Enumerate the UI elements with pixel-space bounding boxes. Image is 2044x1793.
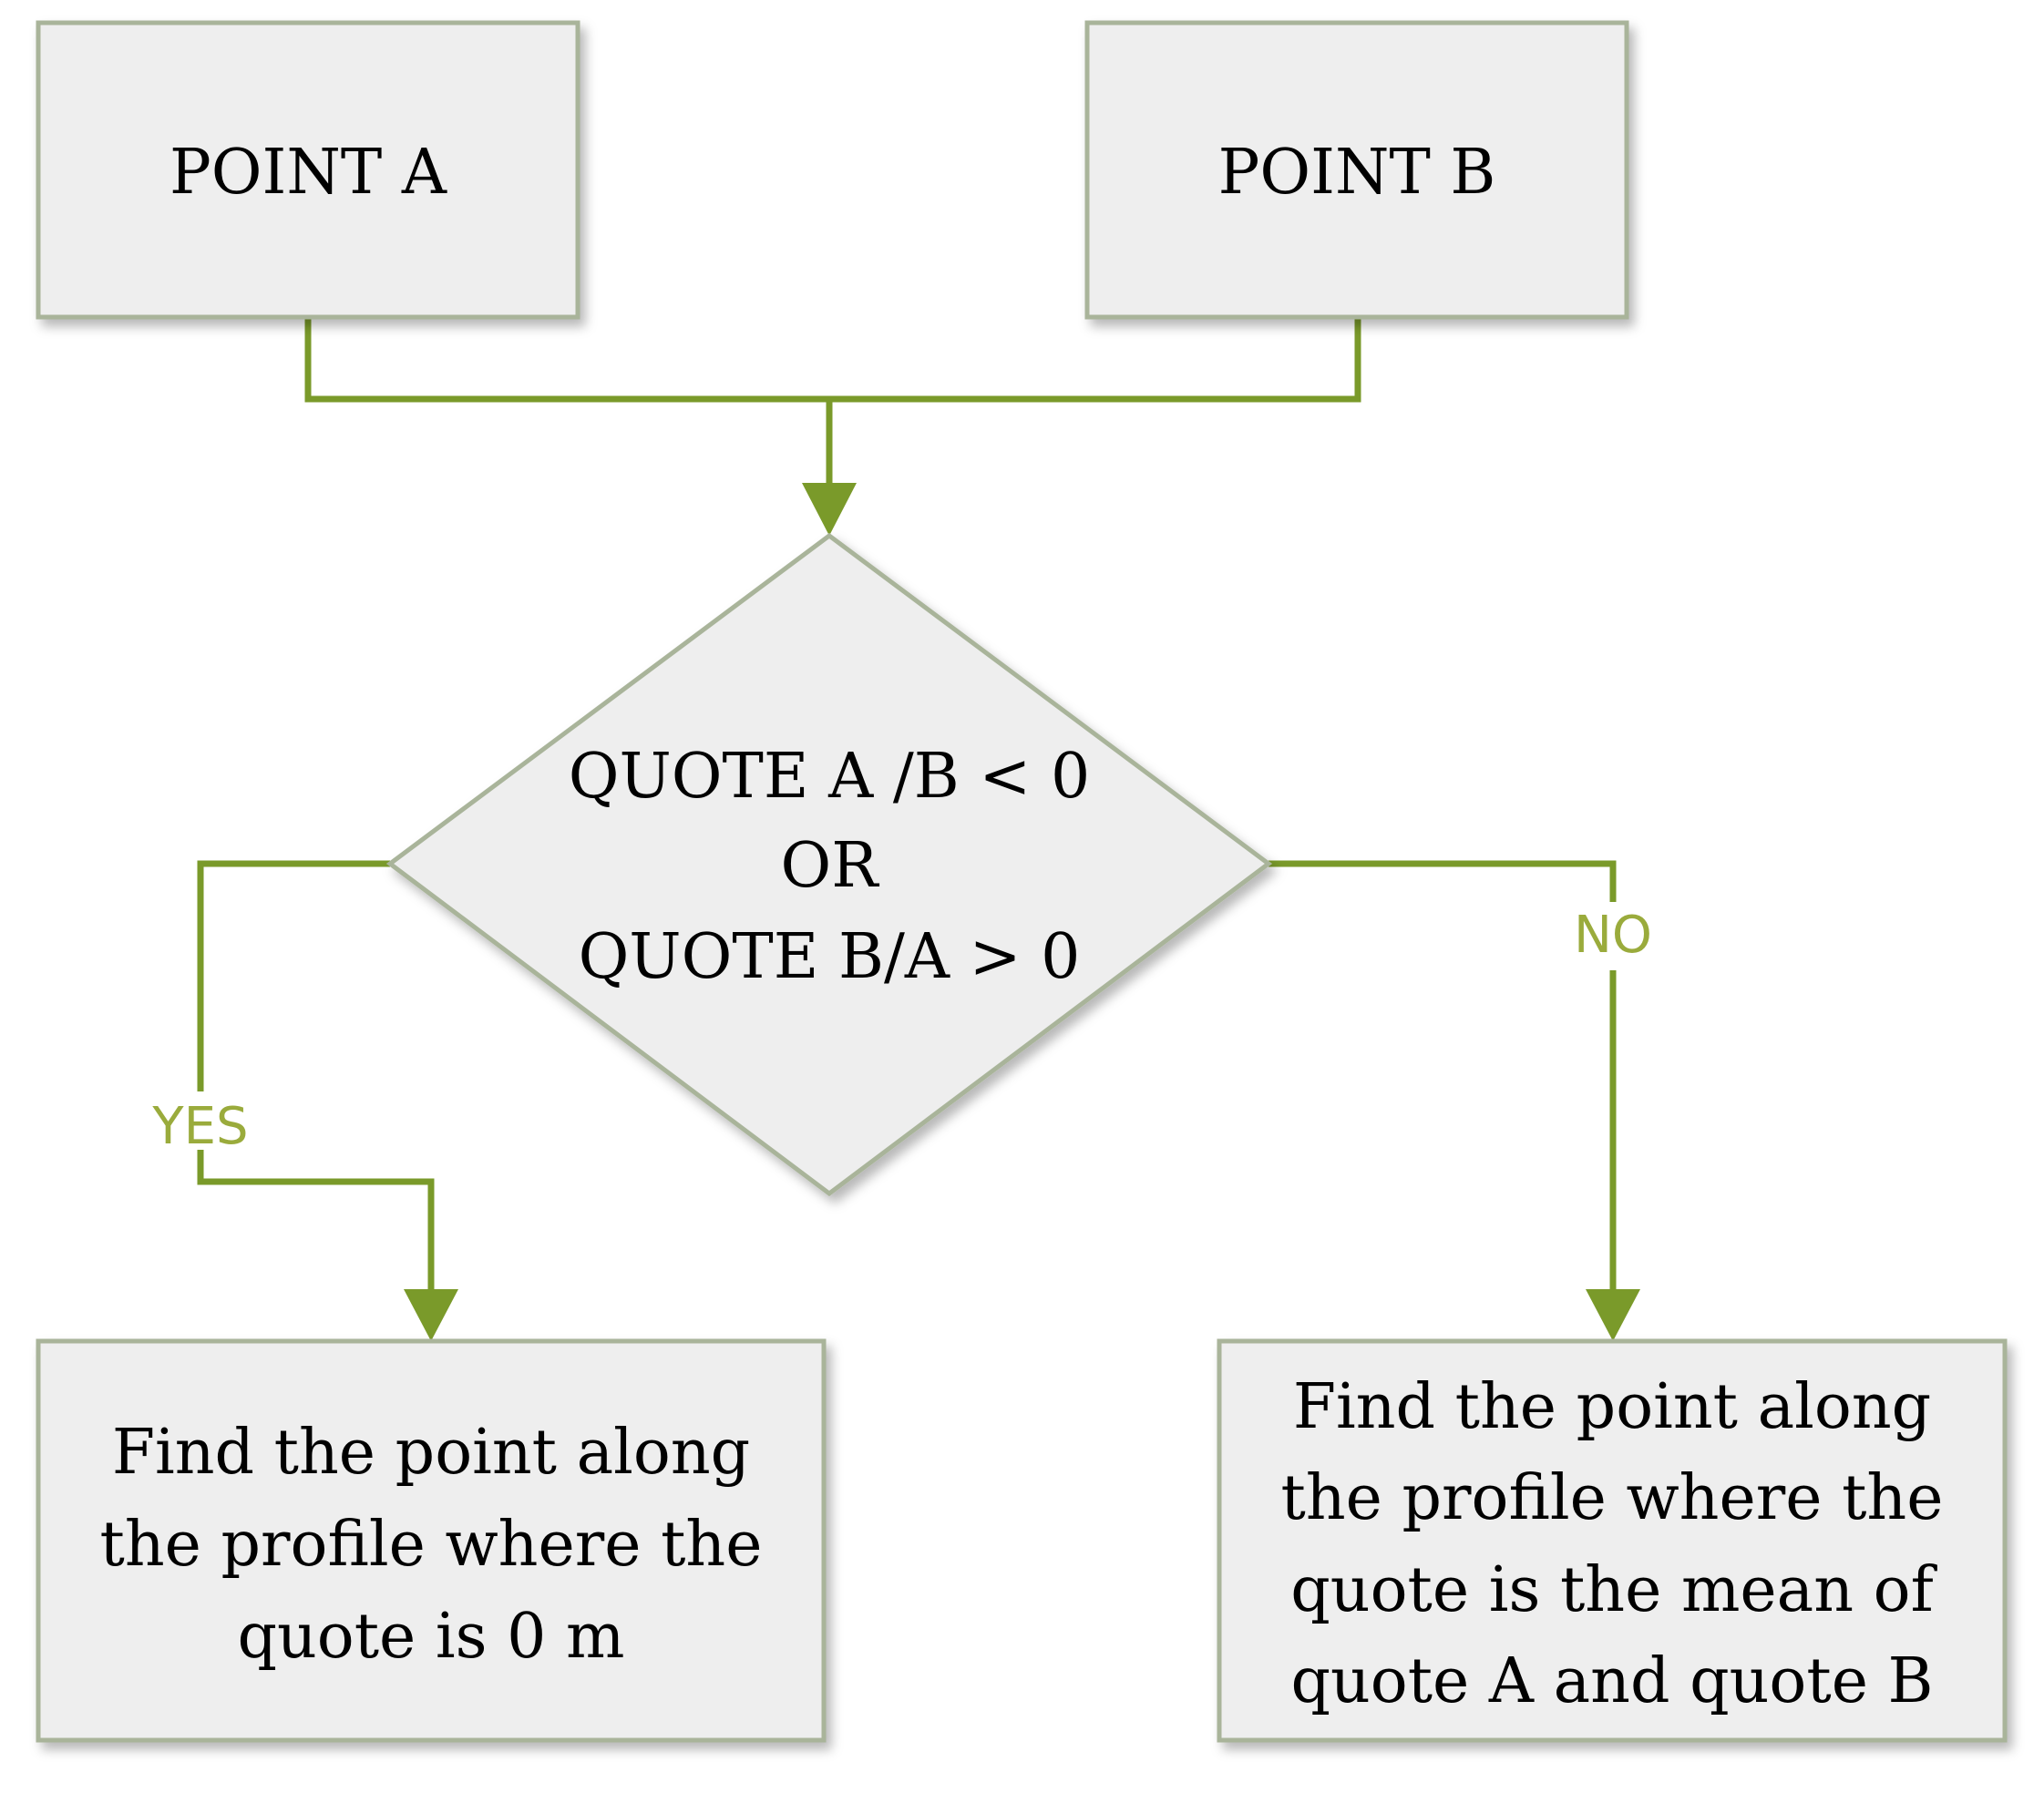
decision-line-3: QUOTE B/A > 0 bbox=[579, 921, 1081, 993]
point-a-node: POINT A bbox=[36, 20, 580, 320]
arrowheads bbox=[404, 483, 1640, 1341]
point-a-label: POINT A bbox=[169, 137, 447, 209]
yes-result-line-1: Find the point along bbox=[112, 1417, 750, 1489]
point-a-box bbox=[36, 20, 580, 320]
arrowhead-to-decision bbox=[802, 483, 857, 536]
no-result-box bbox=[1217, 1338, 2008, 1743]
no-result-line-3: quote is the mean of bbox=[1290, 1554, 1937, 1626]
connector-yes-upper bbox=[197, 860, 390, 1091]
connector-point-a-to-junction bbox=[304, 317, 829, 403]
no-result-line-4: quote A and quote B bbox=[1290, 1645, 1933, 1717]
no-result-line-2: the profile where the bbox=[1281, 1462, 1944, 1534]
yes-result-line-2: the profile where the bbox=[100, 1509, 763, 1581]
arrowhead-to-no-result bbox=[1586, 1289, 1640, 1341]
arrowhead-to-yes-result bbox=[404, 1289, 458, 1341]
decision-node: QUOTE A /B < 0 OR QUOTE B/A > 0 bbox=[385, 532, 1273, 1197]
point-b-box bbox=[1084, 20, 1629, 320]
decision-line-1: QUOTE A /B < 0 bbox=[569, 741, 1091, 813]
point-b-node: POINT B bbox=[1084, 20, 1629, 320]
no-result-node: Find the point along the profile where t… bbox=[1217, 1338, 2008, 1743]
connector-point-b-to-junction bbox=[829, 317, 1361, 403]
yes-result-box bbox=[36, 1338, 827, 1743]
yes-result-line-3: quote is 0 m bbox=[237, 1601, 624, 1673]
decision-line-2: OR bbox=[781, 830, 880, 902]
yes-result-node: Find the point along the profile where t… bbox=[36, 1338, 827, 1743]
connector-yes-lower bbox=[197, 1150, 435, 1292]
no-edge-label: NO bbox=[1574, 906, 1652, 965]
point-b-label: POINT B bbox=[1218, 137, 1496, 209]
connectors bbox=[197, 317, 1617, 1292]
decision-diamond bbox=[385, 532, 1273, 1197]
connector-no-upper bbox=[1269, 860, 1617, 902]
no-result-line-1: Find the point along bbox=[1293, 1371, 1931, 1443]
yes-edge-label: YES bbox=[151, 1097, 248, 1156]
